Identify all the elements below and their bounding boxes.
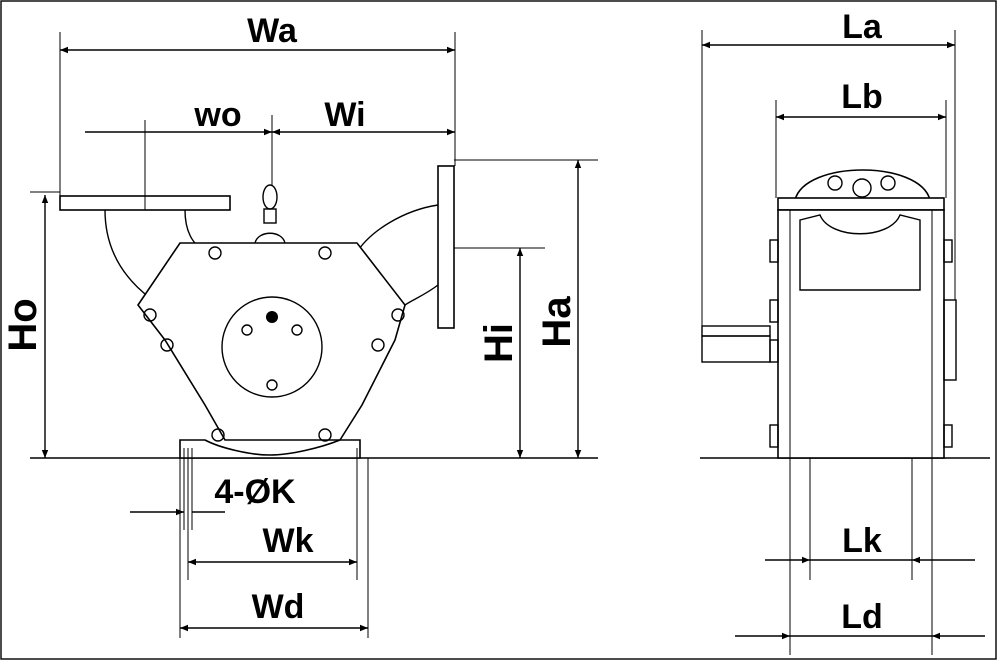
label-wi: Wi bbox=[324, 96, 365, 134]
eye-bolt-boss bbox=[254, 232, 286, 244]
inlet-flange bbox=[437, 165, 455, 329]
shaft-key bbox=[701, 335, 771, 363]
label-ha: Ha bbox=[535, 296, 579, 348]
hub-bolt bbox=[266, 379, 278, 391]
top-flange-arc bbox=[794, 169, 931, 201]
side-top-plate bbox=[777, 197, 945, 211]
label-holes: 4-ØK bbox=[214, 473, 296, 511]
side-view bbox=[700, 30, 990, 655]
side-window bbox=[799, 214, 921, 291]
label-wk: Wk bbox=[263, 522, 314, 560]
lifting-eye bbox=[262, 184, 278, 210]
inlet-pipe-upper bbox=[354, 204, 439, 256]
label-ld: Ld bbox=[841, 598, 883, 636]
label-hi: Hi bbox=[477, 323, 521, 363]
hub-outer bbox=[221, 296, 323, 398]
hub-bolt bbox=[241, 324, 253, 336]
inlet-pipe-lower bbox=[404, 284, 439, 306]
drive-shaft bbox=[701, 325, 771, 337]
label-wd: Wd bbox=[252, 588, 305, 626]
casing-bolts bbox=[143, 246, 405, 442]
hub-plug bbox=[266, 311, 278, 323]
label-wo: wo bbox=[193, 96, 241, 134]
label-la: La bbox=[842, 8, 883, 46]
label-wa: Wa bbox=[247, 12, 298, 50]
hub-bolt bbox=[291, 324, 303, 336]
label-ho: Ho bbox=[1, 298, 45, 351]
eye-bolt-neck bbox=[263, 208, 277, 224]
side-body bbox=[777, 209, 945, 459]
outlet-pipe-outer bbox=[104, 209, 151, 299]
front-view bbox=[30, 32, 598, 638]
pump-feet bbox=[179, 439, 361, 459]
label-lk: Lk bbox=[842, 522, 882, 560]
label-lb: Lb bbox=[841, 78, 883, 116]
pump-casing bbox=[137, 242, 406, 441]
